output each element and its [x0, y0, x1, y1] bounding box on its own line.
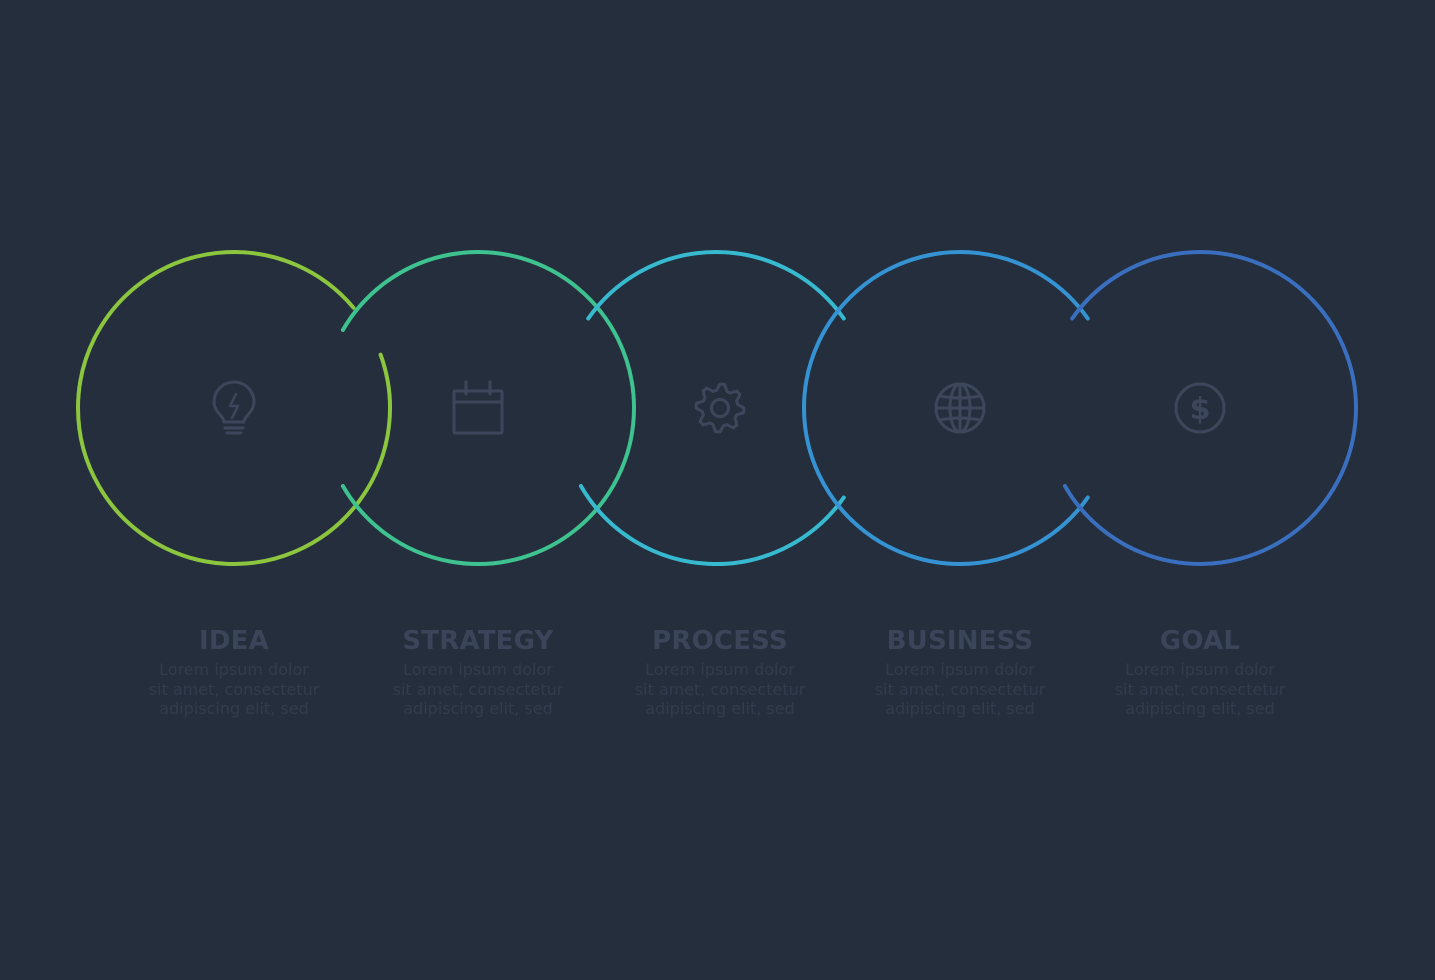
- step-title-business: BUSINESS: [886, 626, 1034, 656]
- step-text-goal: GOAL Lorem ipsum dolor sit amet, consect…: [1080, 622, 1320, 719]
- ring-arc: [802, 250, 1090, 566]
- dollar-icon: $: [1174, 382, 1226, 434]
- description-line: adipiscing elit, sed: [403, 699, 553, 718]
- globe-icon: [934, 382, 986, 434]
- step-title-goal: GOAL: [1159, 626, 1241, 656]
- step-description-business: Lorem ipsum dolor sit amet, consectetur …: [840, 660, 1080, 719]
- ring-arc: [76, 250, 392, 566]
- step-ring-strategy: [340, 250, 636, 566]
- gear-icon: [694, 382, 746, 434]
- step-title-idea: IDEA: [199, 626, 269, 656]
- step-ring-goal: [1062, 250, 1358, 566]
- description-line: adipiscing elit, sed: [159, 699, 309, 718]
- description-line: Lorem ipsum dolor: [403, 660, 553, 679]
- step-description-strategy: Lorem ipsum dolor sit amet, consectetur …: [358, 660, 598, 719]
- ring-arc: [586, 250, 846, 321]
- calendar-icon: [452, 380, 504, 435]
- step-ring-idea: [76, 250, 392, 566]
- description-line: Lorem ipsum dolor: [1125, 660, 1275, 679]
- step-text-idea: IDEA Lorem ipsum dolor sit amet, consect…: [114, 622, 354, 719]
- ring-arc: [340, 250, 636, 566]
- description-line: sit amet, consectetur: [392, 679, 564, 699]
- step-ring-business: [802, 250, 1090, 566]
- step-description-process: Lorem ipsum dolor sit amet, consectetur …: [600, 660, 840, 719]
- description-line: sit amet, consectetur: [1114, 679, 1286, 699]
- step-ring-process: [578, 250, 846, 566]
- svg-text:$: $: [1190, 392, 1211, 427]
- description-line: sit amet, consectetur: [874, 679, 1046, 699]
- lightbulb-icon: [212, 380, 256, 435]
- ring-arc: [578, 484, 846, 566]
- description-line: sit amet, consectetur: [634, 679, 806, 699]
- step-title-strategy: STRATEGY: [402, 626, 554, 656]
- step-text-strategy: STRATEGY Lorem ipsum dolor sit amet, con…: [358, 622, 598, 719]
- ring-arc: [1062, 250, 1358, 566]
- description-line: Lorem ipsum dolor: [159, 660, 309, 679]
- description-line: Lorem ipsum dolor: [645, 660, 795, 679]
- description-line: adipiscing elit, sed: [645, 699, 795, 718]
- step-text-process: PROCESS Lorem ipsum dolor sit amet, cons…: [600, 622, 840, 719]
- description-line: sit amet, consectetur: [148, 679, 320, 699]
- step-title-process: PROCESS: [652, 626, 788, 656]
- step-text-business: BUSINESS Lorem ipsum dolor sit amet, con…: [840, 622, 1080, 719]
- description-line: Lorem ipsum dolor: [885, 660, 1035, 679]
- step-description-idea: Lorem ipsum dolor sit amet, consectetur …: [114, 660, 354, 719]
- description-line: adipiscing elit, sed: [1125, 699, 1275, 718]
- description-line: adipiscing elit, sed: [885, 699, 1035, 718]
- step-description-goal: Lorem ipsum dolor sit amet, consectetur …: [1080, 660, 1320, 719]
